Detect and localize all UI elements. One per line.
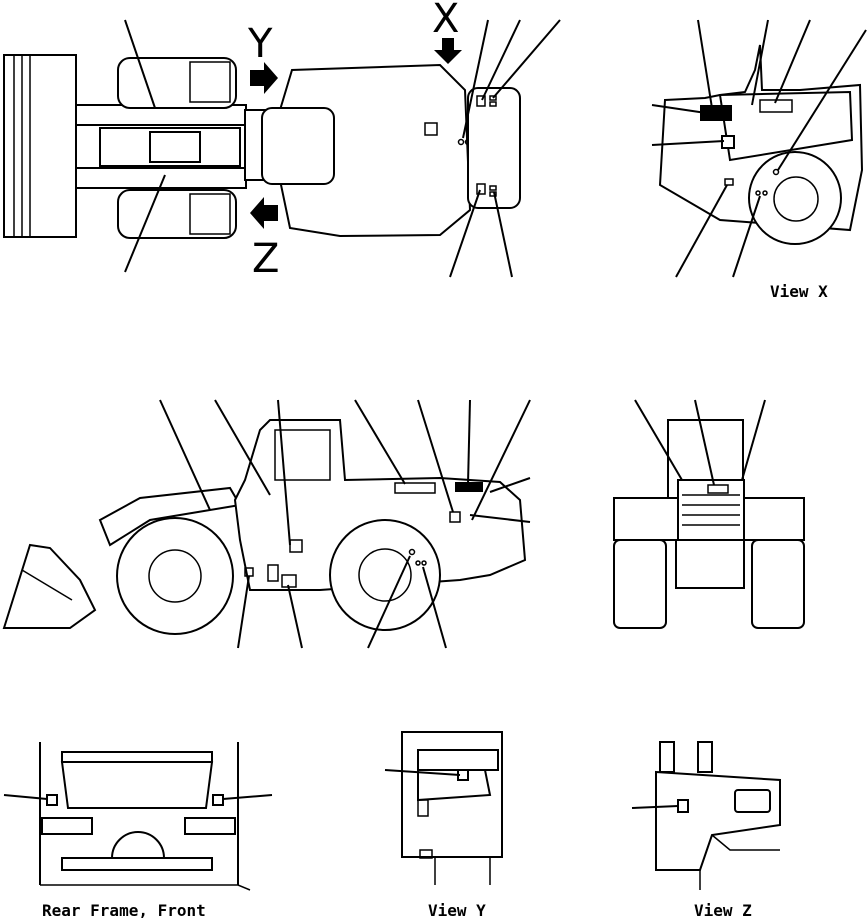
view-arrow-x: X <box>432 0 462 64</box>
side-view <box>2 399 531 649</box>
rear-frame-caption: Rear Frame, Front <box>42 901 206 919</box>
arrow-z-label: Z <box>252 236 279 282</box>
view-z-caption: View Z <box>694 901 752 919</box>
arrow-down-icon <box>434 38 462 64</box>
arrow-left-icon <box>250 197 278 229</box>
arrow-x-label: X <box>432 0 459 42</box>
view-arrow-z: Z <box>250 197 279 282</box>
view-arrow-y: Y <box>247 21 278 94</box>
top-view <box>3 19 561 278</box>
arrow-right-icon <box>250 62 278 94</box>
rear-frame-front-drawing <box>3 742 273 891</box>
arrow-y-label: Y <box>247 21 273 67</box>
view-y-caption: View Y <box>428 901 486 919</box>
view-x-drawing <box>651 19 867 278</box>
rear-view <box>613 399 805 629</box>
view-y-drawing <box>384 731 503 885</box>
view-z-drawing <box>631 741 781 890</box>
view-x-caption: View X <box>770 282 828 301</box>
